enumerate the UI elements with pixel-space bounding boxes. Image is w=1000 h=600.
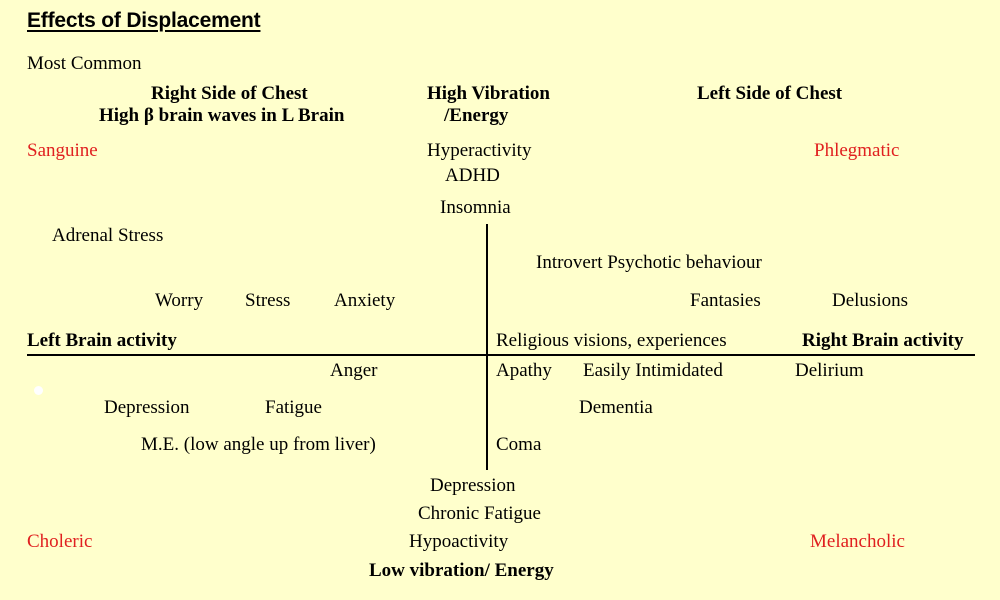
item-fantasies: Fantasies: [690, 290, 761, 311]
heading-right-brain-activity: Right Brain activity: [802, 330, 964, 351]
heading-right-side-of-chest: Right Side of Chest: [151, 83, 308, 104]
item-easily-intimidated: Easily Intimidated: [583, 360, 723, 381]
item-fatigue: Fatigue: [265, 397, 322, 418]
temperament-melancholic: Melancholic: [810, 531, 905, 552]
item-adrenal-stress: Adrenal Stress: [52, 225, 164, 246]
most-common-label: Most Common: [27, 53, 142, 74]
heading-low-vibration-energy: Low vibration/ Energy: [369, 560, 554, 581]
heading-left-side-of-chest: Left Side of Chest: [697, 83, 843, 104]
item-insomnia: Insomnia: [440, 197, 511, 218]
item-hyperactivity: Hyperactivity: [427, 140, 532, 161]
item-introvert-psychotic-behaviour: Introvert Psychotic behaviour: [536, 252, 762, 273]
temperament-phlegmatic: Phlegmatic: [814, 140, 900, 161]
item-religious-visions: Religious visions, experiences: [496, 330, 727, 351]
item-chronic-fatigue: Chronic Fatigue: [418, 503, 541, 524]
item-coma: Coma: [496, 434, 542, 455]
heading-energy: /Energy: [444, 105, 509, 126]
marker-dot: [34, 386, 43, 395]
heading-high-beta-brain-waves: High β brain waves in L Brain: [99, 105, 345, 126]
item-anger: Anger: [330, 360, 378, 381]
page-title: Effects of Displacement: [27, 9, 261, 32]
item-anxiety: Anxiety: [334, 290, 396, 311]
item-depression-center: Depression: [430, 475, 516, 496]
horizontal-axis-line: [27, 354, 975, 356]
item-delusions: Delusions: [832, 290, 908, 311]
item-depression-left: Depression: [104, 397, 190, 418]
item-stress: Stress: [245, 290, 291, 311]
heading-high-vibration: High Vibration: [427, 83, 550, 104]
heading-left-brain-activity: Left Brain activity: [27, 330, 177, 351]
temperament-choleric: Choleric: [27, 531, 93, 552]
item-apathy: Apathy: [496, 360, 552, 381]
item-me-low-angle-up-from-liver: M.E. (low angle up from liver): [141, 434, 376, 455]
item-dementia: Dementia: [579, 397, 653, 418]
temperament-sanguine: Sanguine: [27, 140, 98, 161]
vertical-axis-line: [486, 224, 488, 470]
item-adhd: ADHD: [445, 165, 500, 186]
item-delirium: Delirium: [795, 360, 864, 381]
item-worry: Worry: [155, 290, 204, 311]
item-hypoactivity: Hypoactivity: [409, 531, 509, 552]
